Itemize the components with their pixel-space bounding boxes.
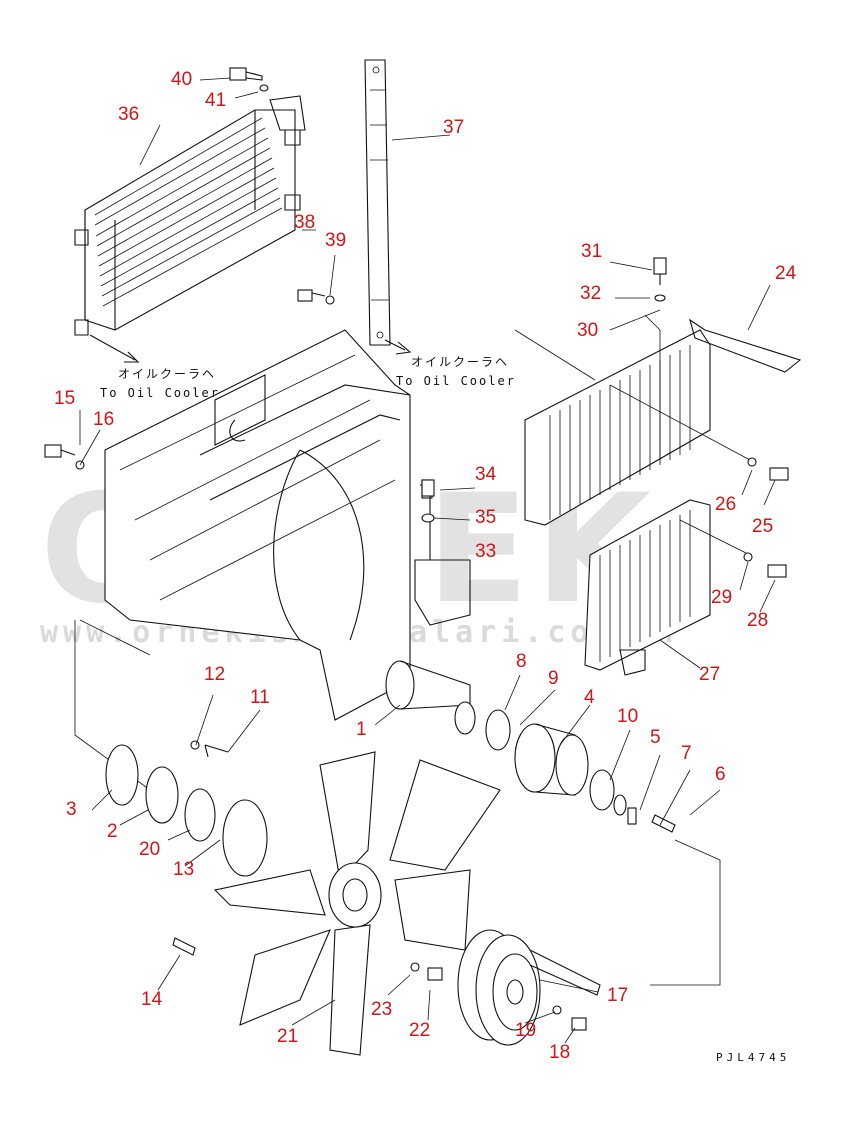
callout-1: 1	[356, 719, 367, 740]
callout-37: 37	[443, 117, 465, 138]
callout-31: 31	[581, 241, 603, 262]
radiator-frame	[104, 329, 471, 721]
callout-24: 24	[775, 263, 797, 284]
callout-12: 12	[204, 664, 226, 685]
callout-39: 39	[325, 230, 347, 251]
callout-41: 41	[205, 90, 227, 111]
callout-18: 18	[549, 1042, 571, 1063]
callout-21: 21	[277, 1026, 299, 1047]
lower-grille	[584, 499, 711, 676]
fan-pulley	[457, 929, 601, 1046]
callout-23: 23	[371, 999, 393, 1020]
note-to-oil-cooler-en-right: To Oil Cooler	[396, 374, 516, 388]
callout-32: 32	[580, 283, 602, 304]
note-to-oil-cooler-jp-left: オイルクーラヘ	[118, 367, 217, 381]
callout-11: 11	[250, 687, 270, 708]
callout-38: 38	[294, 212, 316, 233]
callout-19: 19	[515, 1020, 537, 1041]
fan-drive-parts	[105, 660, 676, 956]
callout-40: 40	[171, 69, 193, 90]
callout-22: 22	[409, 1020, 431, 1041]
callout-10: 10	[617, 706, 639, 727]
note-to-oil-cooler-jp-right: オイルクーラヘ	[411, 355, 510, 369]
note-to-oil-cooler-en-left: To Oil Cooler	[100, 386, 220, 400]
callout-20: 20	[139, 839, 161, 860]
callout-33: 33	[475, 541, 497, 562]
oil-cooler-core	[74, 95, 306, 336]
callout-25: 25	[752, 516, 774, 537]
callout-5: 5	[650, 727, 661, 748]
callout-13: 13	[173, 859, 195, 880]
callout-8: 8	[516, 651, 527, 672]
bracket-strip	[364, 59, 391, 346]
callout-7: 7	[681, 743, 692, 764]
callout-16: 16	[93, 409, 115, 430]
callout-14: 14	[141, 989, 163, 1010]
callout-35: 35	[475, 507, 497, 528]
callout-2: 2	[107, 821, 118, 842]
callout-6: 6	[715, 764, 726, 785]
callout-9: 9	[548, 668, 559, 689]
callout-3: 3	[66, 799, 77, 820]
callout-17: 17	[607, 985, 629, 1006]
drawing-code: PJL4745	[716, 1051, 791, 1064]
callout-26: 26	[715, 494, 737, 515]
callout-28: 28	[747, 610, 769, 631]
callout-29: 29	[711, 587, 733, 608]
callout-30: 30	[577, 320, 599, 341]
callout-4: 4	[584, 687, 595, 708]
callout-36: 36	[118, 104, 140, 125]
callout-15: 15	[54, 388, 76, 409]
callout-27: 27	[699, 664, 721, 685]
callout-34: 34	[475, 464, 497, 485]
upper-grille	[524, 318, 802, 526]
cooling-fan	[213, 751, 501, 1056]
